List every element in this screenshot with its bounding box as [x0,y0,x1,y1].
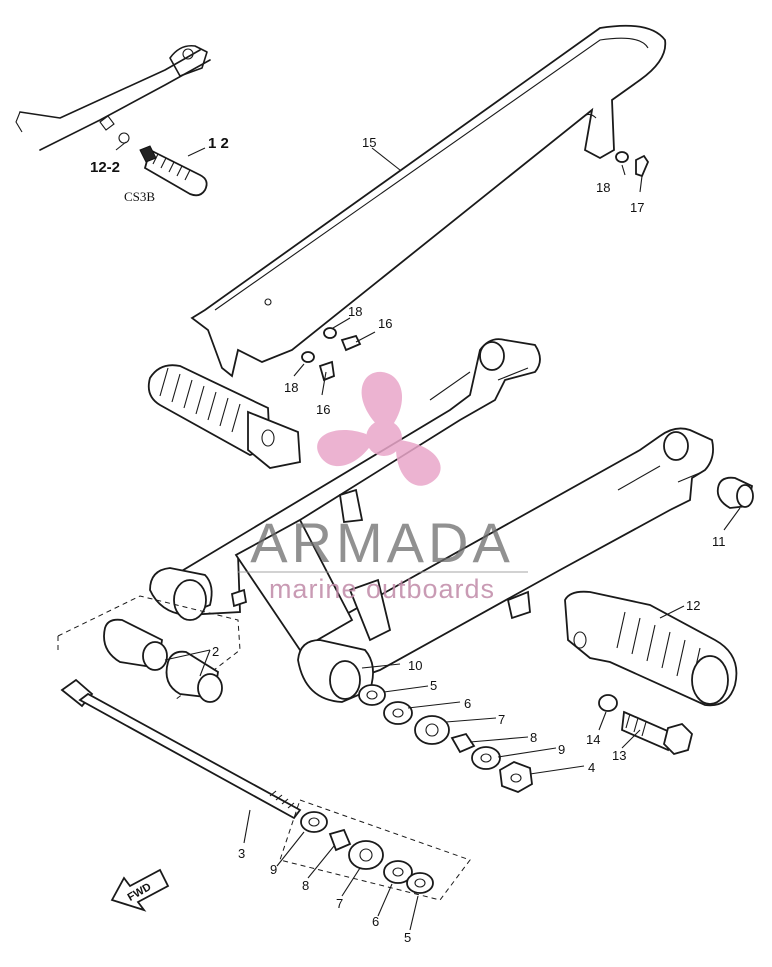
callout-9-a: 9 [558,742,565,757]
swing-arm [149,338,714,703]
callout-7-b: 7 [336,896,343,911]
footrest-left [147,364,301,469]
callout-10: 10 [408,658,422,673]
callout-16-a: 16 [378,316,392,331]
callout-5-b: 5 [404,930,411,945]
callout-18-c: 18 [284,380,298,395]
callout-12-variant: 1 2 [208,135,229,152]
callout-18-b: 18 [348,304,362,319]
chain-case [190,24,667,378]
callout-11: 11 [712,534,726,549]
callout-5-a: 5 [430,678,437,693]
callout-2: 2 [212,644,219,659]
callout-18-a: 18 [596,180,610,195]
watermark-brand: ARMADA [250,511,514,574]
washer-stack-right [358,684,533,793]
bushing-11 [716,476,754,509]
variant-label: CS3B [124,189,155,204]
chain-case-fasteners [301,151,650,382]
pivot-shaft [57,636,302,820]
callout-15: 15 [362,135,376,150]
footrest-right [564,590,738,707]
callout-17: 17 [630,200,644,215]
callouts: 1 2 12-2 CS3B 15 18 17 18 16 18 16 11 12… [90,135,726,945]
watermark-tagline: marine outboards [269,574,495,604]
callout-9-b: 9 [270,862,277,877]
callout-12-2: 12-2 [90,159,120,176]
pivot-bushings [57,595,241,703]
callout-3: 3 [238,846,245,861]
variant-inset [15,44,211,197]
washer-stack-left [279,799,471,901]
watermark: ARMADA marine outboards [238,371,528,604]
callout-4: 4 [588,760,595,775]
fwd-arrow: FWD [110,868,170,912]
callout-14: 14 [586,732,600,747]
callout-6-a: 6 [464,696,471,711]
propeller-logo [317,371,441,486]
callout-13: 13 [612,748,626,763]
bolt-13 [598,694,693,756]
callout-12: 12 [686,598,700,613]
callout-7-a: 7 [498,712,505,727]
leader-lines [164,147,741,931]
variant-footrest [139,145,208,197]
callout-8-a: 8 [530,730,537,745]
callout-6-b: 6 [372,914,379,929]
callout-8-b: 8 [302,878,309,893]
callout-16-b: 16 [316,402,330,417]
